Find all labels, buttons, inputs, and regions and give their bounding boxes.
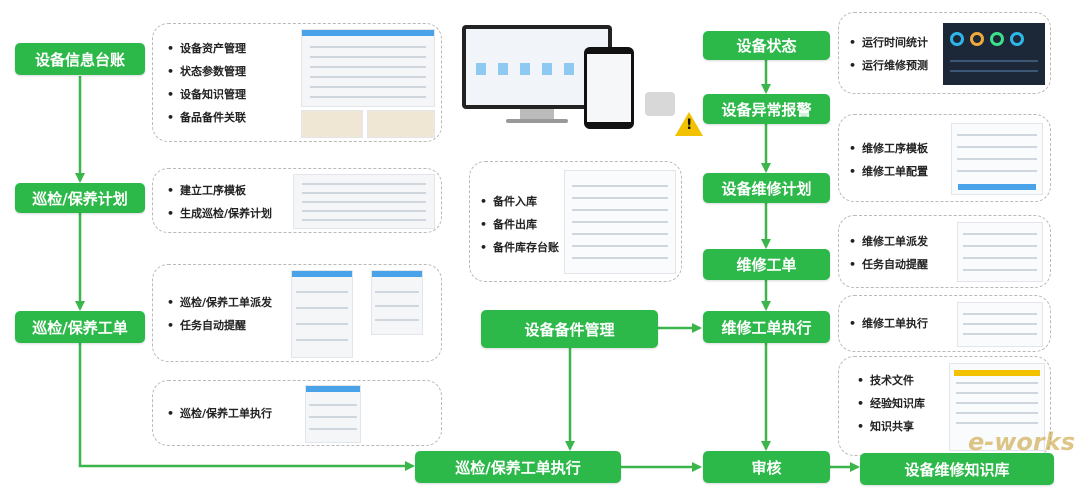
- phone: [584, 47, 634, 129]
- knowledge-item: 经验知识库: [857, 392, 925, 415]
- asset-item: 设备资产管理: [167, 37, 246, 60]
- status-panel: 运行时间统计 运行维修预测: [838, 12, 1051, 94]
- status-item: 运行时间统计: [849, 31, 928, 54]
- monitor-phone-icon: [462, 25, 642, 130]
- plan-screenshot: [293, 174, 435, 229]
- repair-exec-box: 维修工单执行: [703, 311, 830, 343]
- watermark-logo: e-works: [968, 428, 1075, 456]
- knowledge-screenshot: [949, 363, 1045, 451]
- gateway-icon: [645, 92, 675, 116]
- plan-item: 生成巡检/保养计划: [167, 202, 272, 225]
- repair-plan-box: 设备维修计划: [703, 173, 830, 203]
- repair-exec-panel: 维修工单执行: [838, 295, 1051, 352]
- repair-plan-panel: 维修工序模板 维修工单配置: [838, 114, 1051, 202]
- device-alarm-box: 设备异常报警: [703, 94, 830, 124]
- asset-drawing-1: [301, 110, 363, 138]
- warning-triangle-icon: [675, 112, 703, 136]
- asset-drawing-2: [367, 110, 435, 138]
- spare-item: 备件入库: [480, 190, 559, 213]
- knowledge-base-box: 设备维修知识库: [860, 453, 1054, 485]
- repair-exec-screenshot: [957, 302, 1043, 347]
- order-panel: 巡检/保养工单派发 任务自动提醒: [152, 264, 442, 362]
- spare-mgmt-box: 设备备件管理: [481, 310, 658, 348]
- repair-plan-item: 维修工序模板: [849, 137, 928, 160]
- order-phone-2: [371, 270, 423, 335]
- exec-phone: [305, 385, 361, 443]
- repair-exec-item: 维修工单执行: [849, 312, 928, 335]
- order-item: 任务自动提醒: [167, 314, 272, 337]
- arrow-order-to-exec: [78, 342, 415, 471]
- plan-item: 建立工序模板: [167, 179, 272, 202]
- status-dashboard: [943, 23, 1045, 85]
- repair-order-screenshot: [957, 222, 1043, 282]
- asset-panel: 设备资产管理 状态参数管理 设备知识管理 备品备件关联: [152, 23, 442, 142]
- status-item: 运行维修预测: [849, 54, 928, 77]
- knowledge-item: 技术文件: [857, 369, 925, 392]
- spare-panel: 备件入库 备件出库 备件库存台账: [469, 161, 682, 282]
- order-phone-1: [291, 270, 353, 358]
- asset-item: 状态参数管理: [167, 60, 246, 83]
- repair-plan-screenshot: [951, 123, 1043, 195]
- asset-item: 设备知识管理: [167, 83, 246, 106]
- inspect-exec-box: 巡检/保养工单执行: [415, 451, 621, 483]
- knowledge-item: 知识共享: [857, 415, 925, 438]
- asset-screenshot: [301, 29, 435, 107]
- spare-item: 备件出库: [480, 213, 559, 236]
- inspect-plan-box: 巡检/保养计划: [15, 183, 145, 213]
- repair-order-panel: 维修工单派发 任务自动提醒: [838, 215, 1051, 288]
- asset-ledger-box: 设备信息台账: [15, 43, 145, 75]
- spare-item: 备件库存台账: [480, 236, 559, 259]
- repair-order-item: 维修工单派发: [849, 230, 928, 253]
- repair-plan-item: 维修工单配置: [849, 160, 928, 183]
- spare-screenshot: [564, 170, 676, 274]
- device-status-box: 设备状态: [703, 31, 830, 60]
- repair-order-item: 任务自动提醒: [849, 253, 928, 276]
- exec-panel: 巡检/保养工单执行: [152, 380, 442, 446]
- order-item: 巡检/保养工单派发: [167, 291, 272, 314]
- audit-box: 审核: [703, 451, 830, 483]
- warning-mark: !: [686, 117, 693, 133]
- inspect-order-box: 巡检/保养工单: [15, 311, 145, 343]
- asset-item: 备品备件关联: [167, 106, 246, 129]
- knowledge-panel: 技术文件 经验知识库 知识共享: [838, 356, 1051, 456]
- exec-item: 巡检/保养工单执行: [167, 402, 272, 425]
- plan-panel: 建立工序模板 生成巡检/保养计划: [152, 168, 442, 233]
- repair-order-box: 维修工单: [703, 249, 830, 280]
